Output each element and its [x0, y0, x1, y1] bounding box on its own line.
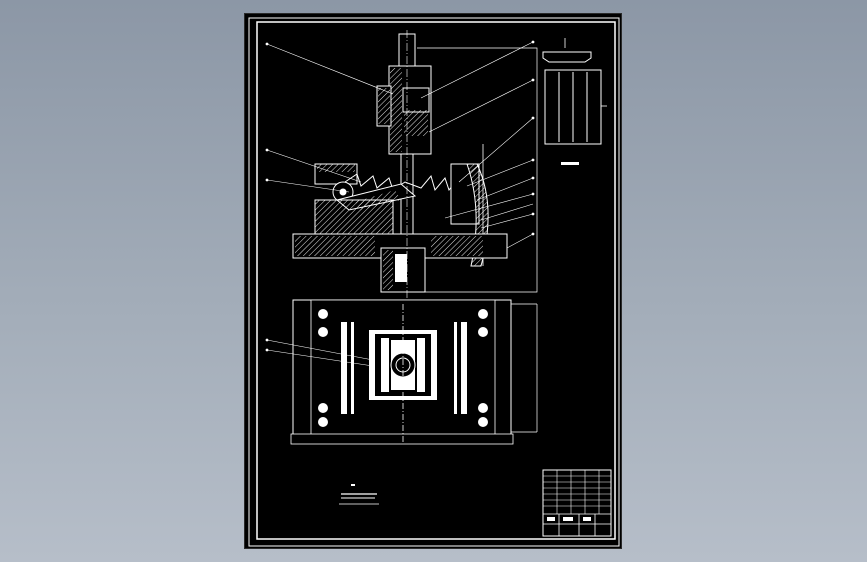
bottom-cylinder-bore	[395, 254, 407, 282]
detail-view	[542, 38, 607, 165]
drawing-sheet	[244, 13, 622, 549]
bottom-cylinder-hatch	[383, 250, 393, 290]
side-block-hatch	[378, 88, 390, 124]
upper-body-hatch	[390, 68, 402, 152]
piston-hatch	[404, 110, 428, 136]
cad-drawing	[248, 17, 620, 547]
upper-assembly-outline	[405, 47, 538, 293]
outer-frame	[248, 17, 620, 547]
main-base-hatch-right	[431, 236, 483, 256]
plan-view	[265, 299, 538, 445]
balloon-dots	[265, 40, 535, 236]
left-jaw-hatch	[317, 164, 355, 172]
technical-notes	[339, 484, 379, 505]
leader-lines-upper	[266, 41, 534, 249]
inner-frame	[256, 21, 616, 540]
main-base-hatch-left	[295, 236, 375, 256]
title-block	[542, 469, 612, 537]
pivot-center	[339, 188, 347, 196]
